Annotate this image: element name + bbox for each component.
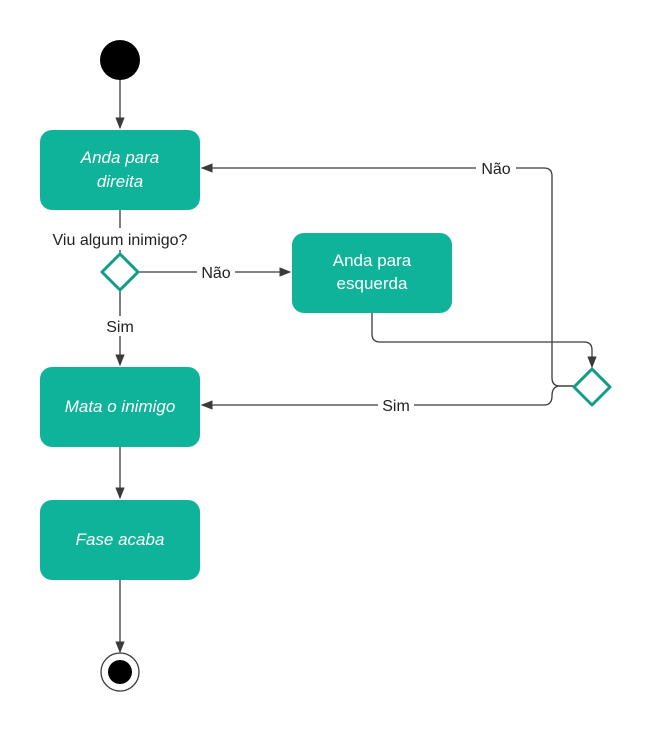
activity-kill-enemy: Mata o inimigo bbox=[40, 367, 200, 447]
edge-merge-yes-to-kill bbox=[200, 385, 574, 410]
decision-saw-enemy bbox=[100, 252, 140, 292]
walk-right-label-line2: direita bbox=[97, 172, 143, 191]
edge-label-yes-merge: Sim bbox=[382, 398, 410, 415]
edge-label-yes-kill: Sim bbox=[106, 319, 134, 336]
activity-level-ends: Fase acaba bbox=[40, 500, 200, 580]
edge-label-no-left: Não bbox=[201, 265, 230, 282]
activity-walk-left: Anda para esquerda bbox=[292, 233, 452, 313]
kill-enemy-label: Mata o inimigo bbox=[65, 397, 176, 416]
level-ends-label: Fase acaba bbox=[76, 530, 165, 549]
walk-left-label-line1: Anda para bbox=[333, 251, 412, 270]
decision-merge bbox=[572, 367, 612, 407]
start-node bbox=[100, 40, 140, 80]
final-node bbox=[100, 652, 140, 692]
decision-question-label: Viu algum inimigo? bbox=[53, 232, 188, 249]
edge-label-no-back: Não bbox=[481, 161, 510, 178]
walk-right-label-line1: Anda para bbox=[80, 148, 159, 167]
edge-walk-left-to-merge bbox=[371, 312, 597, 369]
edge-merge-no-back bbox=[200, 163, 574, 387]
activity-walk-right: Anda para direita bbox=[40, 130, 200, 210]
walk-left-label-line2: esquerda bbox=[337, 274, 408, 293]
